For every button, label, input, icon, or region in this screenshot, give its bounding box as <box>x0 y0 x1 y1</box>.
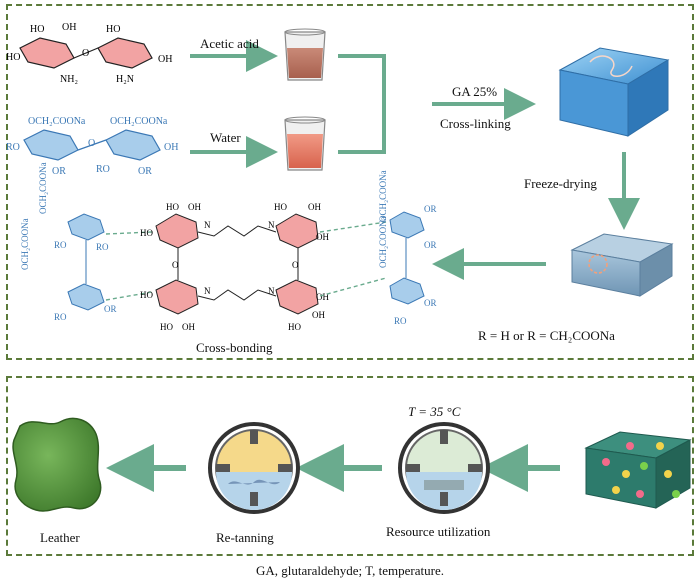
svg-text:OH: OH <box>188 202 201 212</box>
resource-sponge-image <box>584 431 692 509</box>
svg-text:N: N <box>268 220 275 230</box>
svg-text:OCH₂COONa: OCH₂COONa <box>28 116 86 127</box>
svg-text:RO: RO <box>6 142 20 153</box>
svg-text:OCH₂COONa: OCH₂COONa <box>378 216 388 268</box>
svg-text:OR: OR <box>52 166 66 177</box>
svg-text:OCH₂COONa: OCH₂COONa <box>378 170 388 222</box>
crosslink-label-ga: GA 25% <box>452 84 498 99</box>
svg-text:OH: OH <box>312 310 325 320</box>
r-definition-label: R = H or R = CH₂COONa <box>478 328 615 343</box>
svg-text:OH: OH <box>316 232 329 242</box>
svg-text:OR: OR <box>424 240 437 250</box>
svg-text:N: N <box>204 220 211 230</box>
water-label: Water <box>210 130 241 145</box>
cmc-structure: OCH₂COONa OCH₂COONa RO OR O RO OR OH <box>6 116 178 177</box>
drum-resource <box>398 422 490 514</box>
drum-retanning <box>208 422 300 514</box>
svg-text:O: O <box>172 260 179 270</box>
svg-text:RO: RO <box>54 312 67 322</box>
svg-text:HO: HO <box>274 202 287 212</box>
crossbond-chitosan: HO OH HO N N HO OH OH O O HO N N OH HO O… <box>140 202 329 332</box>
merge-connector <box>338 54 386 154</box>
svg-text:HO: HO <box>106 24 120 35</box>
svg-text:O: O <box>292 260 299 270</box>
leather-image <box>12 417 102 512</box>
leather-label: Leather <box>40 530 80 545</box>
svg-text:OCH₂COONa: OCH₂COONa <box>38 162 48 214</box>
svg-text:OH: OH <box>316 292 329 302</box>
svg-text:HO: HO <box>30 24 44 35</box>
svg-text:HO: HO <box>6 52 20 63</box>
retanning-label: Re-tanning <box>216 530 274 545</box>
svg-text:HO: HO <box>166 202 179 212</box>
svg-text:OH: OH <box>158 54 172 65</box>
acetic-acid-label: Acetic acid <box>200 36 259 51</box>
svg-text:OCH₂COONa: OCH₂COONa <box>20 218 30 270</box>
hydrogel-cube-image <box>558 47 670 137</box>
svg-text:OH: OH <box>182 322 195 332</box>
svg-text:N: N <box>268 286 275 296</box>
svg-text:HO: HO <box>140 290 153 300</box>
temperature-label: T = 35 °C <box>408 404 461 419</box>
crossbond-cmc-right: OCH₂COONa OCH₂COONa OR OR RO OR <box>378 170 437 326</box>
svg-text:O: O <box>88 138 95 149</box>
svg-text:OH: OH <box>62 22 76 33</box>
svg-text:RO: RO <box>394 316 407 326</box>
sponge-image <box>570 233 674 297</box>
beaker-water <box>284 116 326 171</box>
svg-text:HO: HO <box>288 322 301 332</box>
resource-utilization-label: Resource utilization <box>386 524 491 539</box>
svg-text:RO: RO <box>96 164 110 175</box>
svg-text:O: O <box>82 48 89 59</box>
svg-text:HO: HO <box>140 228 153 238</box>
crossbonding-label: Cross-bonding <box>196 340 273 355</box>
crosslink-label: Cross-linking <box>440 116 511 131</box>
svg-text:OR: OR <box>424 298 437 308</box>
svg-text:RO: RO <box>96 242 109 252</box>
svg-text:NH₂: NH₂ <box>60 74 78 85</box>
figure-caption: GA, glutaraldehyde; T, temperature. <box>256 563 444 578</box>
crossbond-cmc-left: OCH₂COONa OCH₂COONa RO RO RO OR <box>20 162 117 322</box>
svg-text:OR: OR <box>424 204 437 214</box>
svg-text:N: N <box>204 286 211 296</box>
freeze-drying-label: Freeze-drying <box>524 176 597 191</box>
bottom-panel <box>6 376 694 556</box>
svg-text:RO: RO <box>54 240 67 250</box>
beaker-acetic <box>284 28 326 81</box>
svg-text:HO: HO <box>160 322 173 332</box>
svg-text:H₂N: H₂N <box>116 74 134 85</box>
top-panel <box>6 4 694 360</box>
svg-text:OH: OH <box>164 142 178 153</box>
chitosan-structure: HO OH HO NH₂ O HO H₂N OH <box>6 22 172 85</box>
svg-text:OH: OH <box>308 202 321 212</box>
svg-text:OR: OR <box>104 304 117 314</box>
svg-text:OR: OR <box>138 166 152 177</box>
svg-text:OCH₂COONa: OCH₂COONa <box>110 116 168 127</box>
